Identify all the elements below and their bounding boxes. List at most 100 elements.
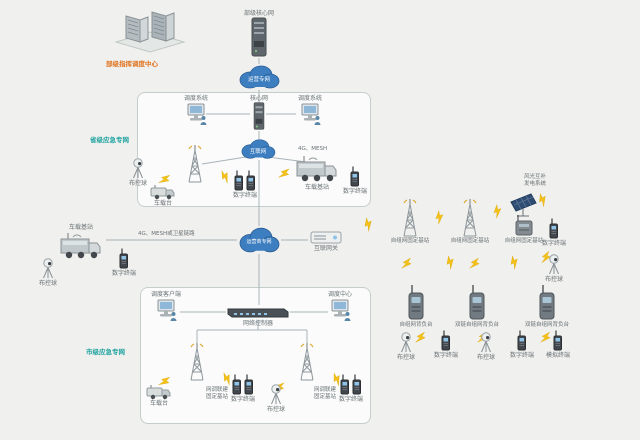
core-label: 核心网 [249, 95, 268, 102]
tower-label: 自组网固定基站 [390, 238, 430, 244]
handset-label: 数字终端 [433, 352, 458, 359]
city-camera: 布控球 [262, 384, 290, 413]
provincial-link-label: 4G、MESH [298, 146, 328, 152]
van-icon [150, 185, 175, 200]
camera-label: 布控球 [544, 276, 563, 283]
tower-icon [463, 199, 477, 237]
camera-label: 布控球 [266, 406, 285, 413]
repeater-label: 双链自组网背负台 [524, 322, 569, 328]
handheld-icon [441, 330, 450, 351]
provincial-truck-station: 车载基站 [294, 154, 340, 191]
station-label: 自组网固定基站 [504, 238, 544, 244]
city-dispatch-client: 调度客户端 [146, 291, 186, 322]
tower-icon [403, 199, 417, 237]
gateway-icon [310, 231, 342, 244]
workstation-icon [331, 299, 351, 322]
adhoc-camera-top: 布控球 [540, 254, 568, 283]
backbone-handset: 数字终端 [110, 248, 138, 277]
camera-icon [43, 258, 53, 279]
provincial-vehicle-station: 车载台 [148, 184, 178, 207]
adhoc-repeater-3: 双链自组网背负台 [518, 284, 576, 329]
workstation-icon [301, 103, 321, 126]
camera-icon [401, 332, 411, 353]
cloud-icon [239, 65, 280, 89]
handset-label: 数字终端 [509, 352, 534, 359]
dispatch-left-label: 调度系统 [183, 95, 208, 102]
solar-label-line1: 风光互补 [524, 174, 547, 180]
adhoc-camera-2: 布控球 [472, 332, 500, 361]
camera-label: 布控球 [396, 354, 415, 361]
adhoc-handset-2: 数字终端 [508, 330, 536, 359]
analog-terminal-label: 模拟终端 [545, 352, 570, 359]
gateway-label: 互联网关 [313, 245, 338, 252]
adhoc-analog-terminal: 模拟终端 [544, 330, 572, 359]
workstation-icon [157, 299, 177, 322]
adhoc-repeater-2: 双链自组网背负台 [448, 284, 506, 329]
handheld-icon [119, 248, 128, 269]
camera-icon [481, 332, 491, 353]
truck-icon [60, 233, 101, 259]
carrier-cloud-label: 运营专网 [247, 76, 270, 83]
operator-cloud-label: 运营商专网 [246, 239, 272, 245]
adhoc-fixed-station-1: 自组网固定基站 [388, 198, 432, 245]
repeater-icon [539, 285, 555, 320]
provincial-base-station-tower [182, 144, 208, 184]
vehicle-label: 车载台 [153, 200, 172, 207]
handheld-icon [246, 170, 255, 191]
solar-power-system [506, 190, 540, 218]
camera-label: 布控球 [128, 180, 147, 187]
provincial-inner-cloud: 互联网 [238, 138, 278, 160]
ministry-core-label: 部级核心网 [243, 10, 274, 17]
solar-panel-icon [510, 193, 537, 217]
tower-icon [300, 343, 314, 381]
handheld-icon [553, 330, 562, 351]
provincial-handsets: 数字终端 [230, 170, 260, 199]
server-icon [253, 102, 265, 130]
backbone-truck-station: 车载基站 [54, 224, 108, 261]
tower-label-line2: 固定基站 [314, 393, 337, 400]
handset-label: 数字终端 [342, 188, 367, 195]
handheld-icon [352, 374, 361, 395]
provincial-zone-title: 省级应急专网 [90, 136, 129, 144]
handheld-icon [234, 170, 243, 191]
repeater-label: 自组网背负台 [399, 322, 433, 328]
city-base-station-tower-2 [294, 342, 320, 382]
handsets-label: 数字终端 [230, 396, 255, 403]
van-icon [146, 385, 171, 400]
truck-icon [296, 156, 337, 182]
network-links [106, 58, 328, 344]
adhoc-handset-1: 数字终端 [432, 330, 460, 359]
ministry-core-server: 部级核心网 [237, 10, 281, 57]
truck-label: 车载基站 [304, 184, 329, 191]
handheld-icon [549, 218, 558, 239]
adhoc-fixed-station-2: 自组网固定基站 [448, 198, 492, 245]
camera-label: 布控球 [476, 354, 495, 361]
camera-icon [549, 254, 559, 275]
tower-label: 自组网固定基站 [450, 238, 490, 244]
client-label: 调度客户端 [150, 291, 181, 298]
provincial-core-network: 核心网 [245, 95, 273, 130]
city-base-station-tower-1 [184, 342, 210, 382]
backbone-link-label: 4G、MESH或卫星链路 [138, 231, 195, 237]
provincial-camera: 布控球 [124, 158, 152, 187]
internet-gateway: 互联网关 [308, 229, 344, 252]
solar-system-label: 风光互补 发电系统 [524, 174, 546, 188]
city-handsets-1: 数字终端 [228, 374, 258, 403]
handheld-icon [244, 374, 253, 395]
handheld-icon [350, 166, 359, 187]
station-icon [515, 215, 533, 236]
provincial-dispatch-right: 调度系统 [292, 95, 328, 126]
repeater-icon [408, 285, 424, 320]
inner-cloud-label: 互联网 [249, 148, 267, 155]
city-network-controller: 网络控制器 [226, 304, 290, 327]
truck-label: 车载基站 [68, 224, 93, 231]
tower-icon [188, 145, 202, 183]
camera-icon [133, 158, 143, 179]
backbone-camera: 布控球 [34, 258, 62, 287]
handsets-label: 数字终端 [232, 192, 257, 199]
provincial-dispatch-left: 调度系统 [178, 95, 214, 126]
city-vehicle-station: 车载台 [144, 384, 174, 407]
tower-label-line1: 网调联建 [314, 387, 337, 393]
city-zone-title: 市级应急专网 [86, 348, 125, 356]
